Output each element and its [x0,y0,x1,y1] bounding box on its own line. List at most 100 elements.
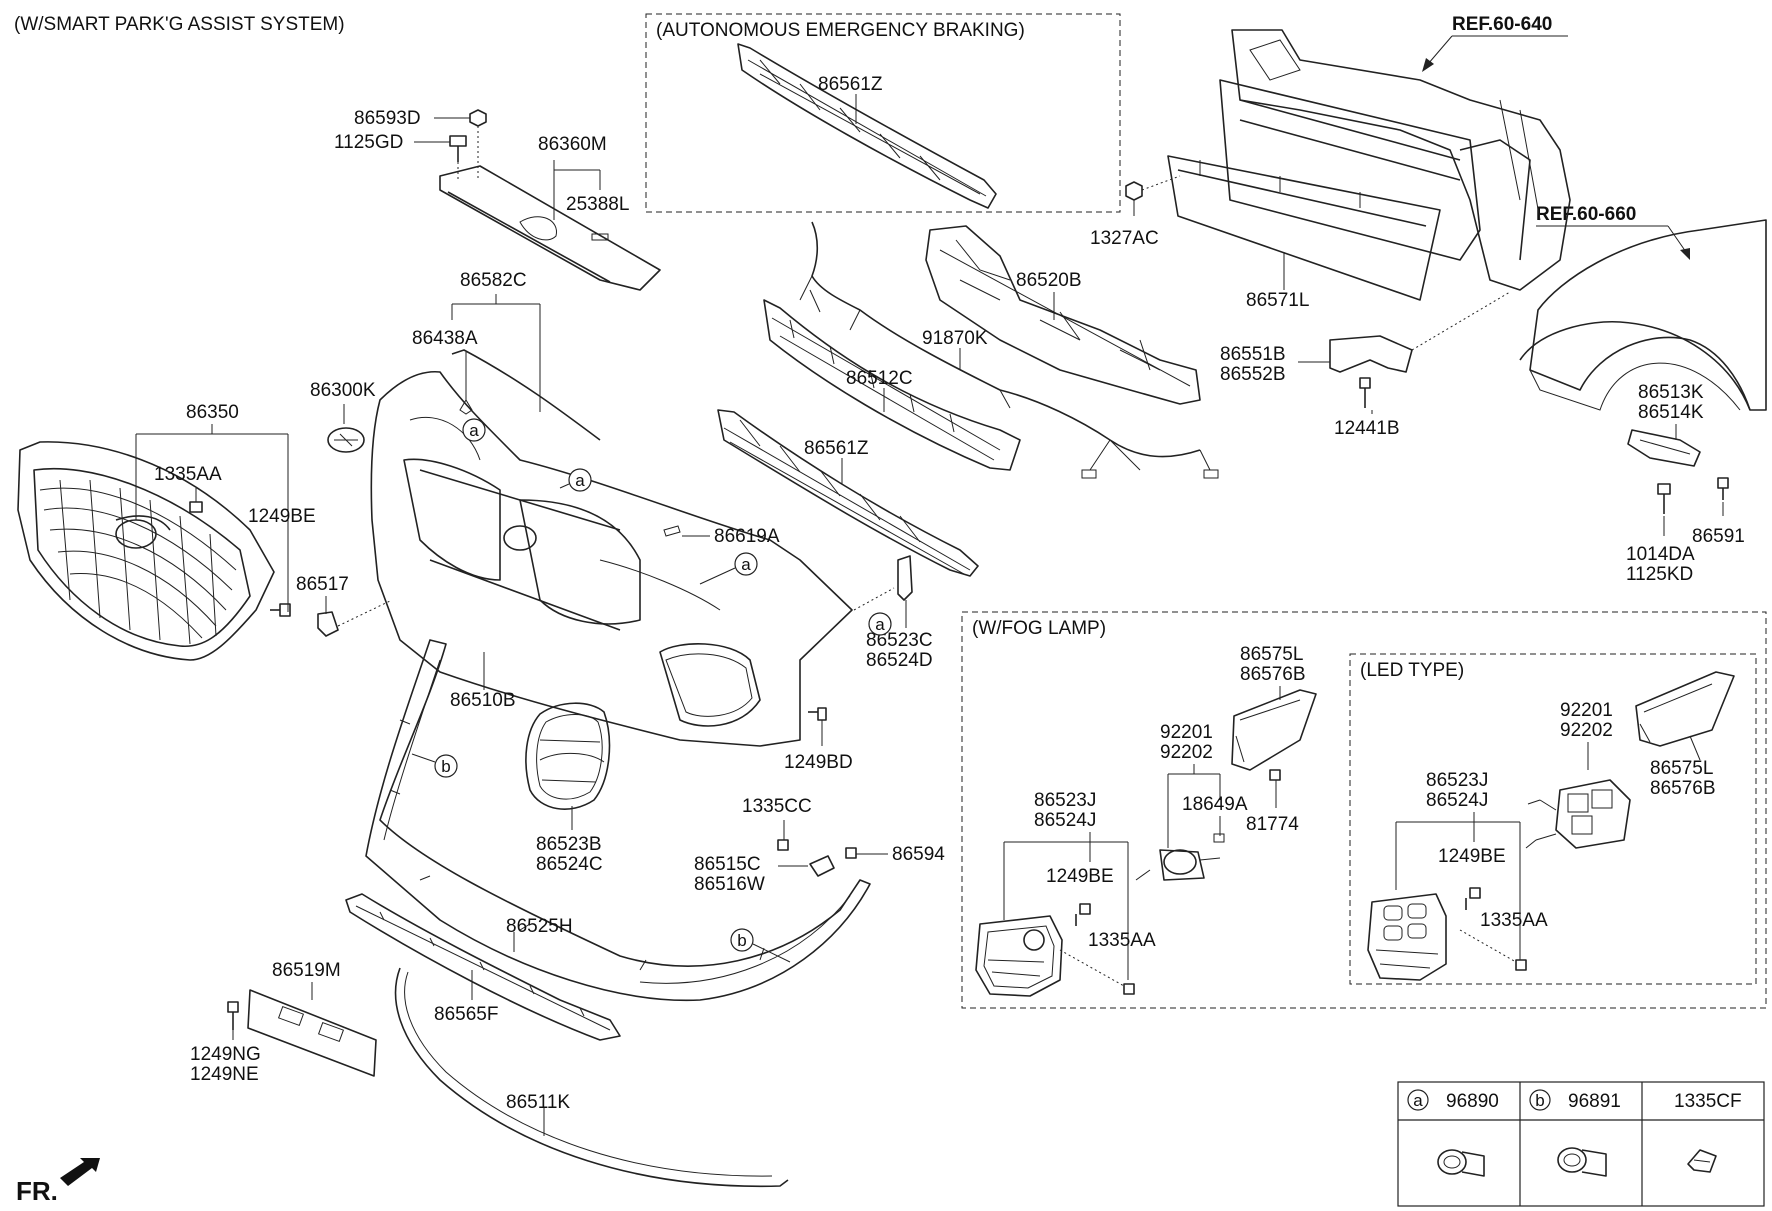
label-86619A[interactable]: 86619A [714,526,780,547]
label-86561Z-mid[interactable]: 86561Z [804,438,869,459]
label-86516W[interactable]: 86516W [694,874,765,895]
label-1335AA-left[interactable]: 1335AA [154,464,222,485]
bracket-86515C-part[interactable] [809,855,835,877]
label-1125KD[interactable]: 1125KD [1626,564,1693,585]
bracket-86513K-part[interactable] [1627,429,1701,467]
grille-trim-86561Z-part[interactable] [717,409,979,577]
clip-86594-part[interactable] [845,847,857,859]
label-1249NE[interactable]: 1249NE [190,1064,259,1085]
label-fog-1335AA[interactable]: 1335AA [1088,930,1156,951]
bumper-cover-86510B-part[interactable] [370,370,853,747]
screw-1014DA-part[interactable] [1657,483,1671,514]
label-86591[interactable]: 86591 [1692,526,1745,547]
callout-b-1[interactable]: b [434,754,458,778]
label-86571L[interactable]: 86571L [1246,290,1309,311]
led-bezel-86523J-part[interactable] [1367,893,1447,981]
label-86593D[interactable]: 86593D [354,108,421,129]
ref-60-660-label[interactable]: REF.60-660 [1536,204,1636,225]
callout-a-3[interactable]: a [734,552,758,576]
label-fog-86575L[interactable]: 86575L [1240,644,1303,665]
bracket-86575L-fog-part[interactable] [1231,689,1317,771]
label-led-86576B[interactable]: 86576B [1650,778,1716,799]
label-91870K[interactable]: 91870K [922,328,988,349]
label-86565F[interactable]: 86565F [434,1004,498,1025]
label-86514K[interactable]: 86514K [1638,402,1704,423]
nut-1327AC-part[interactable] [1125,181,1143,201]
label-86438A[interactable]: 86438A [412,328,478,349]
screw-1249BD-part[interactable] [808,707,827,721]
lip-86511K-part[interactable] [394,967,789,1188]
label-led-86523J[interactable]: 86523J [1426,770,1488,791]
callout-b-2[interactable]: b [730,928,754,952]
callout-a-4[interactable]: a [868,612,892,636]
label-12441B[interactable]: 12441B [1334,418,1400,439]
label-fog-86524J[interactable]: 86524J [1034,810,1096,831]
label-86524C[interactable]: 86524C [536,854,603,875]
label-86510B[interactable]: 86510B [450,690,516,711]
screw-1249BE-fog-part[interactable] [1075,903,1091,926]
label-1249NG[interactable]: 1249NG [190,1044,261,1065]
emblem-86300K-part[interactable] [327,427,365,453]
callout-a-1[interactable]: a [462,418,486,442]
label-led-1335AA[interactable]: 1335AA [1480,910,1548,931]
fog-lamp-92201-part[interactable] [1135,833,1225,881]
label-86512C[interactable]: 86512C [846,368,913,389]
label-fog-86576B[interactable]: 86576B [1240,664,1306,685]
label-led-86575L[interactable]: 86575L [1650,758,1713,779]
label-1327AC[interactable]: 1327AC [1090,228,1159,249]
label-86594[interactable]: 86594 [892,844,945,865]
label-25388L[interactable]: 25388L [566,194,629,215]
label-86551B[interactable]: 86551B [1220,344,1286,365]
label-fog-86523J[interactable]: 86523J [1034,790,1096,811]
label-fog-81774[interactable]: 81774 [1246,814,1299,835]
label-86552B[interactable]: 86552B [1220,364,1286,385]
label-led-92202[interactable]: 92202 [1560,720,1613,741]
label-86582C[interactable]: 86582C [460,270,527,291]
label-86561Z-aeb[interactable]: 86561Z [818,74,883,95]
label-led-1249BE[interactable]: 1249BE [1438,846,1506,867]
bracket-86551B-part[interactable] [1329,335,1413,373]
label-1125GD[interactable]: 1125GD [334,132,403,153]
bolt-1125GD-part[interactable] [449,135,467,162]
screw-1249BE-left-part[interactable] [270,603,291,617]
label-86360M[interactable]: 86360M [538,134,607,155]
energy-absorber-86520B-part[interactable] [925,225,1201,405]
label-fog-18649A[interactable]: 18649A [1182,794,1248,815]
cover-86360M-part[interactable] [439,165,661,291]
lower-cover-86525H-part[interactable] [365,639,871,1002]
label-fog-92202[interactable]: 92202 [1160,742,1213,763]
label-86513K[interactable]: 86513K [1638,382,1704,403]
legend-cell-1335CF[interactable]: 1335CF [1674,1091,1742,1173]
label-86300K[interactable]: 86300K [310,380,376,401]
radiator-support-part[interactable] [1219,29,1571,291]
label-led-86524J[interactable]: 86524J [1426,790,1488,811]
label-86350[interactable]: 86350 [186,402,239,423]
legend-cell-b[interactable]: b 96891 [1529,1089,1621,1177]
label-fog-1249BE[interactable]: 1249BE [1046,866,1114,887]
grille-trim-86561Z-aeb-part[interactable] [737,43,997,209]
screw-81774-part[interactable] [1269,769,1281,781]
label-86523B[interactable]: 86523B [536,834,602,855]
bracket-86523C-part[interactable] [897,555,913,601]
ref-60-640-label[interactable]: REF.60-640 [1452,14,1552,35]
callout-a-2[interactable]: a [568,468,592,492]
label-86519M[interactable]: 86519M [272,960,341,981]
label-86524D[interactable]: 86524D [866,650,933,671]
fender-part[interactable] [1519,219,1767,411]
fog-cover-86523B-part[interactable] [525,702,611,810]
label-86511K[interactable]: 86511K [506,1092,570,1113]
label-86525H[interactable]: 86525H [506,916,573,937]
radiator-grille-86350-part[interactable] [17,441,275,661]
label-86520B[interactable]: 86520B [1016,270,1082,291]
bracket-86575L-led-part[interactable] [1635,671,1735,747]
screw-86591-part[interactable] [1717,477,1729,500]
moulding-86582C-part[interactable] [451,349,601,441]
label-86515C[interactable]: 86515C [694,854,761,875]
clip-86593D-part[interactable] [469,109,487,127]
screw-1249BE-led-part[interactable] [1465,887,1481,910]
bracket-86512C-part[interactable] [763,299,1021,471]
label-1249BD[interactable]: 1249BD [784,752,853,773]
legend-cell-a[interactable]: a 96890 [1407,1089,1499,1177]
label-86517[interactable]: 86517 [296,574,349,595]
label-1335CC[interactable]: 1335CC [742,796,812,817]
